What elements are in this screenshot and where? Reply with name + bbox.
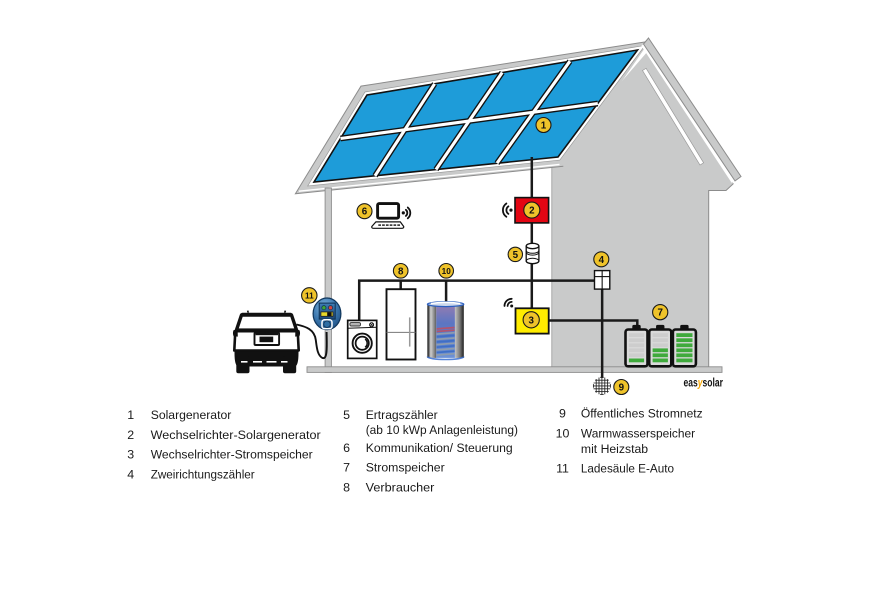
svg-text:mit Heizstab: mit Heizstab xyxy=(581,442,648,456)
svg-text:(ab 10 kWp Anlagenleistung): (ab 10 kWp Anlagenleistung) xyxy=(366,423,518,437)
svg-text:easysolar: easysolar xyxy=(684,375,724,389)
svg-text:Öffentliches Stromnetz: Öffentliches Stromnetz xyxy=(581,407,703,421)
svg-text:6: 6 xyxy=(362,207,368,218)
svg-text:Ertragszähler: Ertragszähler xyxy=(366,408,438,422)
svg-text:Zweirichtungszähler: Zweirichtungszähler xyxy=(151,467,255,481)
svg-text:Warmwasserspeicher: Warmwasserspeicher xyxy=(581,427,695,441)
svg-text:7: 7 xyxy=(657,308,663,319)
svg-text:3: 3 xyxy=(127,448,134,462)
svg-text:Solargenerator: Solargenerator xyxy=(151,408,232,422)
svg-text:2: 2 xyxy=(529,206,535,217)
svg-text:6: 6 xyxy=(343,441,350,455)
svg-text:10: 10 xyxy=(556,427,570,441)
svg-text:Ladesäule E-Auto: Ladesäule E-Auto xyxy=(581,462,674,476)
svg-text:4: 4 xyxy=(599,255,605,266)
svg-text:8: 8 xyxy=(398,266,404,277)
svg-text:Kommunikation/ Steuerung: Kommunikation/ Steuerung xyxy=(366,441,513,455)
svg-text:3: 3 xyxy=(528,315,534,326)
svg-text:11: 11 xyxy=(556,462,569,476)
svg-text:1: 1 xyxy=(127,408,134,422)
svg-text:8: 8 xyxy=(343,481,350,495)
svg-text:9: 9 xyxy=(559,407,566,421)
svg-text:10: 10 xyxy=(442,267,452,276)
svg-text:9: 9 xyxy=(619,383,625,394)
svg-text:Wechselrichter-Solargenerator: Wechselrichter-Solargenerator xyxy=(151,428,321,442)
svg-text:5: 5 xyxy=(513,250,519,261)
svg-text:4: 4 xyxy=(127,467,134,481)
svg-text:Stromspeicher: Stromspeicher xyxy=(366,461,445,475)
svg-text:7: 7 xyxy=(343,461,350,475)
svg-text:1: 1 xyxy=(541,121,547,132)
svg-text:Verbraucher: Verbraucher xyxy=(366,481,435,495)
svg-text:Wechselrichter-Stromspeicher: Wechselrichter-Stromspeicher xyxy=(151,448,313,462)
svg-text:11: 11 xyxy=(305,291,314,300)
svg-text:5: 5 xyxy=(343,408,350,422)
svg-text:2: 2 xyxy=(127,428,134,442)
